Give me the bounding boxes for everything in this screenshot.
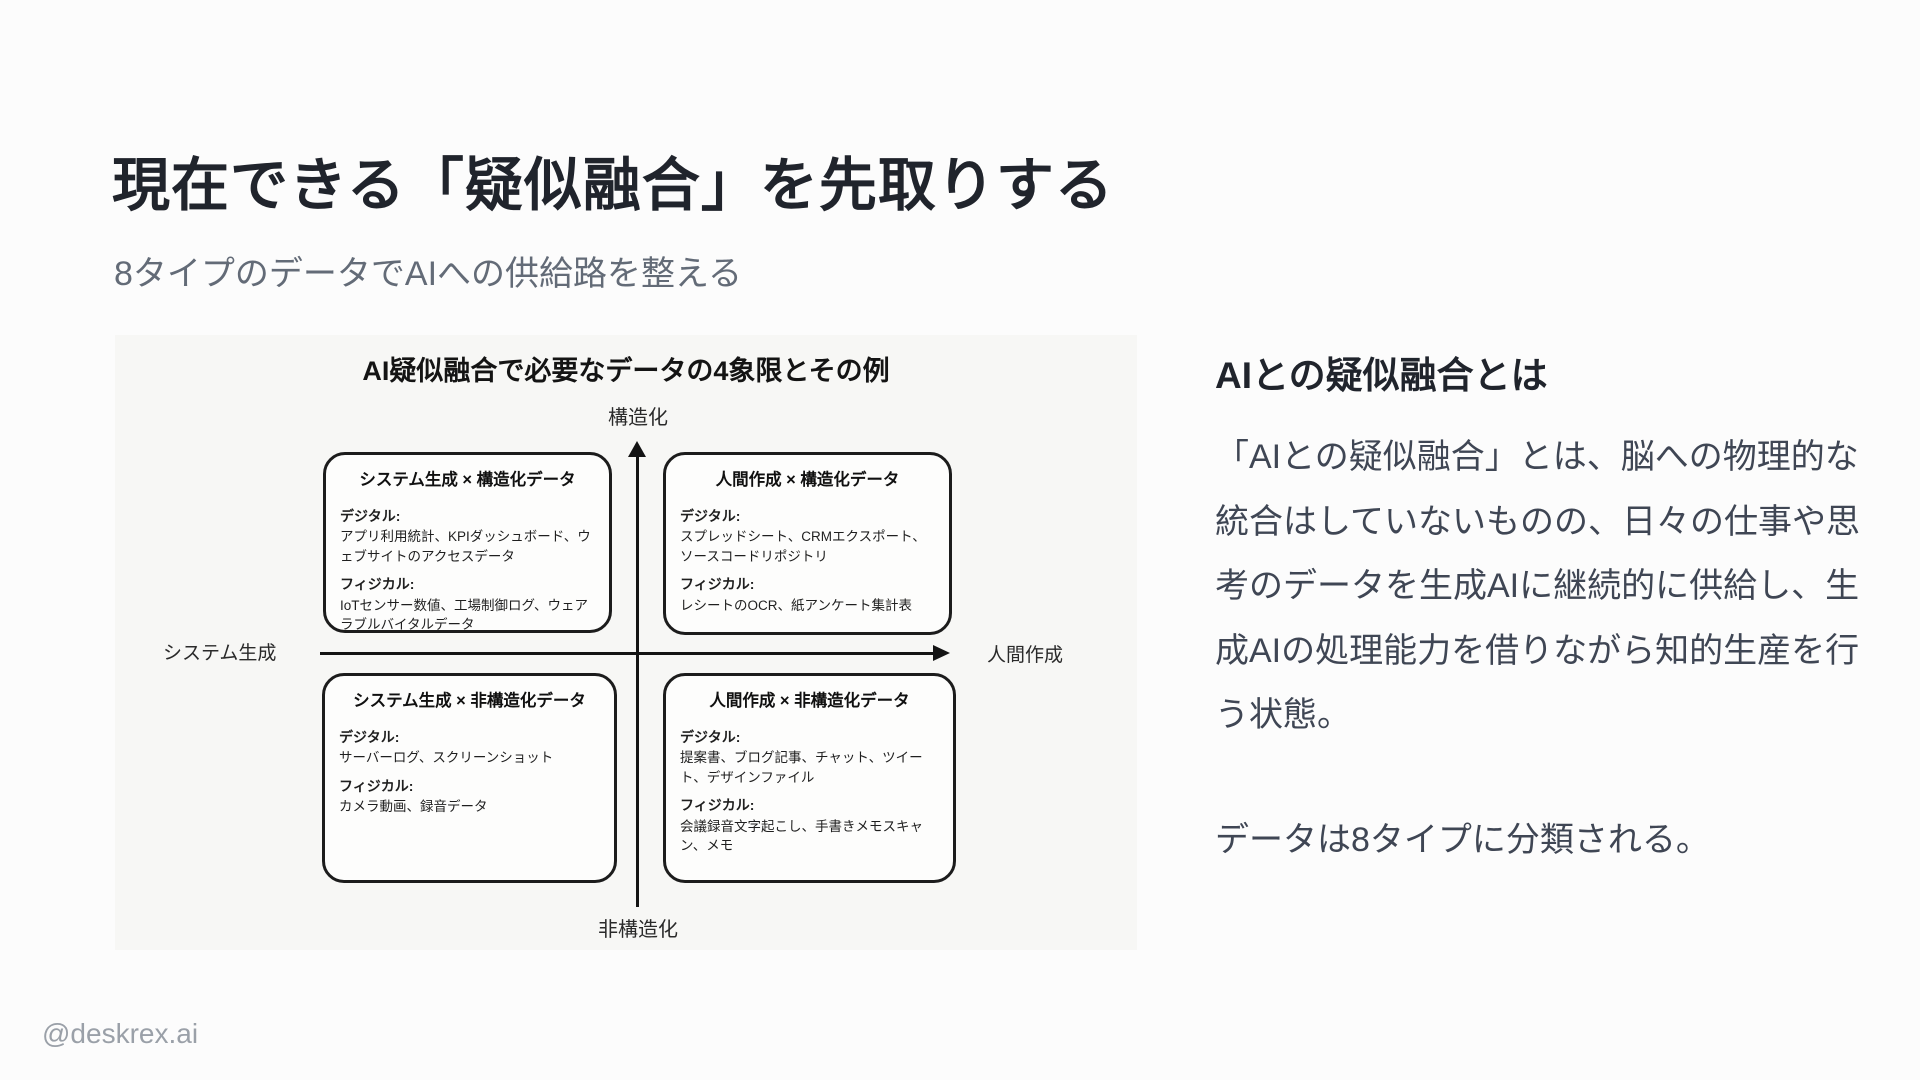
horizontal-axis-line xyxy=(320,652,938,655)
axis-label-unstructured: 非構造化 xyxy=(598,919,678,941)
digital-label: デジタル: xyxy=(680,729,741,745)
footer-credit: @deskrex.ai xyxy=(42,1018,199,1049)
digital-items: アプリ利用統計、KPIダッシュボード、ウェブサイトのアクセスデータ xyxy=(340,529,591,564)
axis-label-human-created: 人間作成 xyxy=(987,645,1064,666)
physical-items: 会議録音文字起こし、手書きメモスキャン、メモ xyxy=(680,818,923,854)
vertical-axis-line xyxy=(636,455,639,907)
axis-arrow-right-icon xyxy=(933,645,950,661)
digital-items: サーバーログ、スクリーンショット xyxy=(339,750,554,766)
quadrant-title: システム生成 × 非構造化データ xyxy=(353,692,586,710)
explainer-note: データは8タイプに分類される。 xyxy=(1215,821,1710,859)
physical-items: IoTセンサー数値、工場制御ログ、ウェアラブルバイタルデータ xyxy=(340,597,589,633)
explainer-paragraph: 「AIとの疑似融合」とは、脳への物理的な統合はしていないものの、日々の仕事や思考… xyxy=(1215,438,1860,735)
quadrant-title: 人間作成 × 非構造化データ xyxy=(709,692,910,710)
diagram-title: AI疑似融合で必要なデータの4象限とその例 xyxy=(362,356,890,386)
quadrant-system-structured: システム生成 × 構造化データ デジタル: アプリ利用統計、KPIダッシュボード… xyxy=(323,452,612,633)
digital-label: デジタル: xyxy=(339,729,400,745)
quadrant-body: デジタル: スプレッドシート、CRMエクスポート、ソースコードリポジトリ フィジ… xyxy=(666,490,949,615)
quadrant-system-unstructured: システム生成 × 非構造化データ デジタル: サーバーログ、スクリーンショット … xyxy=(322,673,617,883)
page-subtitle: 8タイプのデータでAIへの供給路を整える xyxy=(114,255,743,293)
digital-label: デジタル: xyxy=(340,508,401,524)
physical-label: フィジカル: xyxy=(340,576,415,593)
quadrant-diagram: AI疑似融合で必要なデータの4象限とその例 構造化 非構造化 システム生成 人間… xyxy=(115,335,1137,950)
digital-label: デジタル: xyxy=(680,508,741,524)
quadrant-body: デジタル: サーバーログ、スクリーンショット フィジカル: カメラ動画、録音デー… xyxy=(325,711,614,817)
physical-items: カメラ動画、録音データ xyxy=(339,799,488,815)
quadrant-human-unstructured: 人間作成 × 非構造化データ デジタル: 提案書、ブログ記事、チャット、ツイート… xyxy=(663,673,956,883)
physical-label: フィジカル: xyxy=(339,777,414,794)
quadrant-title: 人間作成 × 構造化データ xyxy=(715,471,900,489)
page-title: 現在できる「疑似融合」を先取りする xyxy=(112,153,1114,218)
physical-items: レシートのOCR、紙アンケート集計表 xyxy=(680,597,912,613)
quadrant-body: デジタル: 提案書、ブログ記事、チャット、ツイート、デザインファイル フィジカル… xyxy=(666,711,953,856)
physical-label: フィジカル: xyxy=(680,576,755,593)
axis-arrow-up-icon xyxy=(628,441,646,457)
quadrant-body: デジタル: アプリ利用統計、KPIダッシュボード、ウェブサイトのアクセスデータ … xyxy=(326,490,609,633)
quadrant-human-structured: 人間作成 × 構造化データ デジタル: スプレッドシート、CRMエクスポート、ソ… xyxy=(663,452,952,635)
quadrant-title: システム生成 × 構造化データ xyxy=(359,471,576,489)
digital-items: スプレッドシート、CRMエクスポート、ソースコードリポジトリ xyxy=(680,529,926,564)
physical-label: フィジカル: xyxy=(680,797,755,814)
digital-items: 提案書、ブログ記事、チャット、ツイート、デザインファイル xyxy=(680,750,923,785)
explainer-heading: AIとの疑似融合とは xyxy=(1215,355,1548,396)
axis-label-structured: 構造化 xyxy=(608,407,668,429)
axis-label-system-generated: システム生成 xyxy=(163,643,277,664)
